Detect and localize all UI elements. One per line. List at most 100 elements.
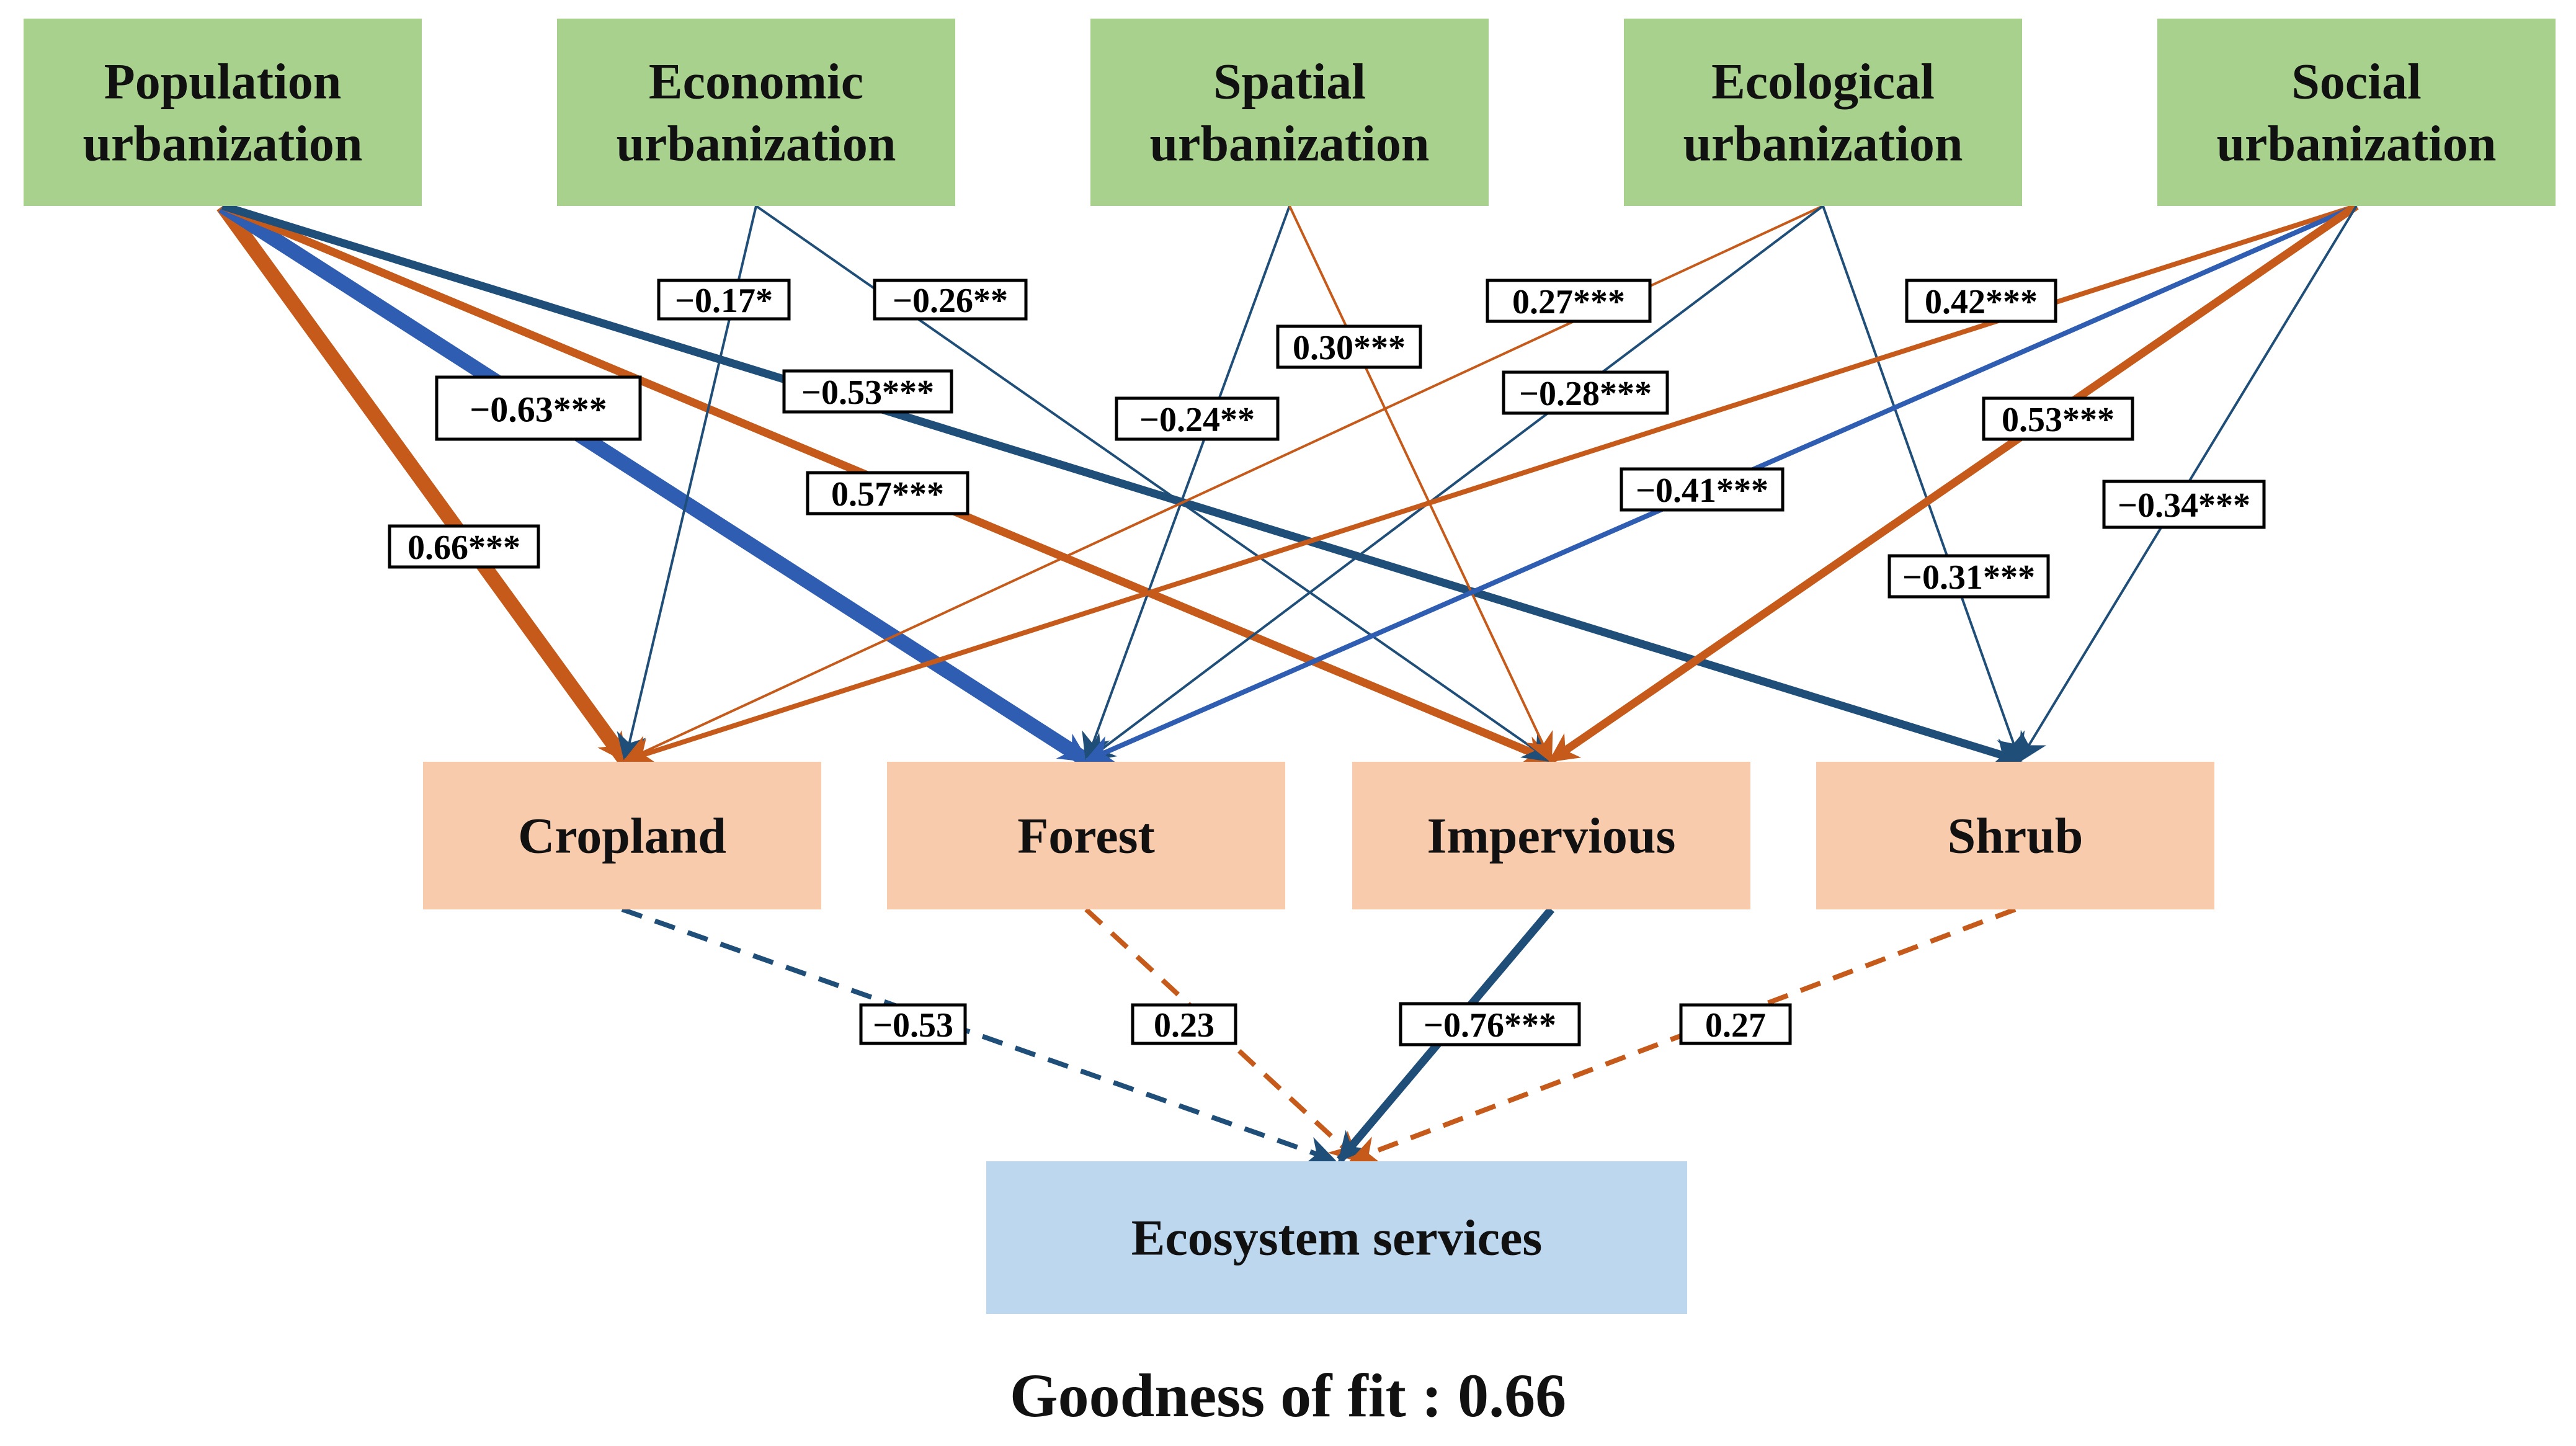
coef-label-spa-imp: 0.30*** [1276, 324, 1422, 369]
coef-label-pop-shrub: −0.53*** [782, 369, 953, 414]
coef-label-eco-crop: −0.17* [657, 279, 791, 321]
arrow-ecol-to-forest [1084, 205, 1824, 762]
node-box-crop [423, 762, 821, 909]
coef-text-ecol-forest: −0.28*** [1519, 375, 1652, 413]
coef-box-pop-imp [806, 471, 969, 515]
coef-box-ecol-shrub [1887, 554, 2050, 599]
coef-label-imp-es: −0.76*** [1399, 1002, 1581, 1047]
coef-text-eco-imp: −0.26** [893, 282, 1008, 320]
coef-text-eco-crop: −0.17* [675, 282, 773, 320]
coef-box-soc-crop [1905, 279, 2057, 323]
coef-label-ecol-shrub: −0.31*** [1887, 554, 2050, 599]
goodness-of-fit: Goodness of fit : 0.66 [1009, 1361, 1567, 1430]
node-box-shrub [1816, 762, 2214, 909]
node-imp: Impervious [1352, 762, 1750, 909]
coef-text-ecol-crop: 0.27*** [1512, 283, 1625, 321]
node-label-soc-line-1: Social [2291, 53, 2422, 110]
coef-text-soc-shrub: −0.34*** [2118, 486, 2250, 525]
coef-box-imp-es [1399, 1002, 1581, 1047]
coef-label-pop-crop: 0.66*** [388, 524, 540, 569]
coef-label-eco-imp: −0.26** [873, 279, 1028, 321]
coef-text-spa-forest: −0.24** [1139, 401, 1255, 439]
node-crop: Cropland [423, 762, 821, 909]
node-label-crop: Cropland [518, 808, 726, 864]
arrow-soc-to-crop [622, 203, 2358, 767]
arrow-soc-to-imp [1548, 202, 2359, 764]
coef-label-crop-es: −0.53 [859, 1003, 967, 1045]
node-label-shrub: Shrub [1948, 808, 2084, 864]
coef-text-pop-imp: 0.57*** [831, 475, 944, 514]
coef-box-soc-imp [1982, 396, 2134, 441]
arrow-spa-to-forest [1082, 205, 1291, 764]
node-es: Ecosystem services [986, 1161, 1687, 1314]
coef-label-soc-crop: 0.42*** [1905, 279, 2057, 323]
coef-text-forest-es: 0.23 [1154, 1006, 1214, 1045]
coef-label-ecol-crop: 0.27*** [1486, 279, 1652, 323]
coef-text-imp-es: −0.76*** [1424, 1006, 1556, 1045]
arrow-pop-to-forest [218, 199, 1091, 767]
coef-box-eco-crop [657, 279, 791, 321]
arrow-crop-to-es [621, 907, 1337, 1166]
node-label-pop-line-1: Population [104, 53, 342, 110]
node-label-imp: Impervious [1427, 808, 1676, 864]
coef-label-soc-shrub: −0.34*** [2102, 480, 2266, 529]
coef-box-spa-forest [1115, 396, 1280, 441]
node-label-pop-line-2: urbanization [82, 115, 362, 172]
coef-box-crop-es [859, 1003, 967, 1045]
coef-text-ecol-shrub: −0.31*** [1902, 558, 2035, 597]
coef-box-forest-es [1131, 1003, 1237, 1045]
coef-label-soc-forest: −0.41*** [1620, 467, 1785, 512]
coef-text-pop-shrub: −0.53*** [801, 373, 934, 412]
node-label-eco-line-1: Economic [649, 53, 863, 110]
arrow-ecol-to-shrub [1822, 205, 2025, 764]
node-box-imp [1352, 762, 1750, 909]
node-box-ecol [1624, 19, 2022, 206]
coef-box-soc-forest [1620, 467, 1785, 512]
node-label-forest: Forest [1017, 808, 1155, 864]
node-label-ecol-line-1: Ecological [1711, 53, 1935, 110]
coef-box-spa-imp [1276, 324, 1422, 369]
node-label-ecol-line-2: urbanization [1683, 115, 1963, 172]
node-box-pop [24, 19, 422, 206]
node-box-spa [1090, 19, 1489, 206]
coef-box-ecol-crop [1486, 279, 1652, 323]
coef-text-soc-forest: −0.41*** [1636, 471, 1768, 510]
coef-box-soc-shrub [2102, 480, 2266, 529]
coef-label-soc-imp: 0.53*** [1982, 396, 2134, 441]
coef-label-pop-forest: −0.63*** [435, 375, 642, 441]
node-box-es [986, 1161, 1687, 1314]
coef-label-ecol-forest: −0.28*** [1502, 370, 1669, 415]
coef-text-pop-crop: 0.66*** [408, 529, 520, 567]
coef-text-soc-crop: 0.42*** [1925, 283, 2038, 321]
node-label-es: Ecosystem services [1131, 1210, 1543, 1266]
coef-label-spa-forest: −0.24** [1115, 396, 1280, 441]
coef-text-soc-imp: 0.53*** [2002, 401, 2115, 439]
node-label-eco-line-2: urbanization [616, 115, 896, 172]
node-forest: Forest [887, 762, 1285, 909]
coef-box-pop-shrub [782, 369, 953, 414]
coef-text-crop-es: −0.53 [873, 1006, 953, 1045]
arrow-pop-to-shrub [221, 202, 2023, 767]
node-label-spa-line-2: urbanization [1149, 115, 1429, 172]
coef-text-shrub-es: 0.27 [1705, 1006, 1766, 1045]
node-box-eco [557, 19, 955, 206]
coef-box-pop-forest [435, 375, 642, 441]
diagram-nodes: PopulationurbanizationEconomicurbanizati… [24, 19, 2556, 1314]
coef-box-shrub-es [1679, 1003, 1792, 1045]
coef-label-pop-imp: 0.57*** [806, 471, 969, 515]
coef-box-pop-crop [388, 524, 540, 569]
coef-text-spa-imp: 0.30*** [1293, 329, 1406, 367]
node-label-soc-line-2: urbanization [2216, 115, 2496, 172]
arrow-pop-to-crop [216, 201, 631, 765]
coef-label-forest-es: 0.23 [1131, 1003, 1237, 1045]
node-box-forest [887, 762, 1285, 909]
coef-label-shrub-es: 0.27 [1679, 1003, 1792, 1045]
coefficient-labels: 0.66*** −0.63*** 0.57*** −0.53*** −0.17* −0.2… [388, 279, 2266, 1047]
node-label-spa-line-1: Spatial [1213, 53, 1366, 110]
node-shrub: Shrub [1816, 762, 2214, 909]
